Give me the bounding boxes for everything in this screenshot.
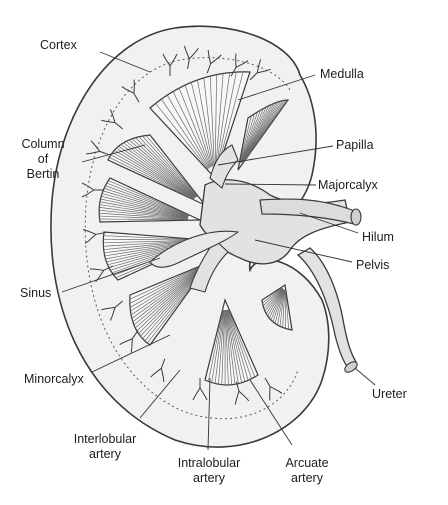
label-major-calyx: Majorcalyx — [318, 178, 378, 193]
label-cortex: Cortex — [40, 38, 77, 53]
label-column-of-bertin-line-2: of — [14, 152, 72, 167]
label-ureter: Ureter — [372, 387, 407, 402]
renal-artery-cut-end — [351, 209, 361, 225]
label-arcuate-artery: Arcuate artery — [272, 456, 342, 486]
label-pelvis: Pelvis — [356, 258, 389, 273]
label-arcuate-artery-line-1: Arcuate — [272, 456, 342, 471]
label-column-of-bertin: Column of Bertin — [14, 137, 72, 182]
label-sinus: Sinus — [20, 286, 51, 301]
label-intralobular-artery-line-1: Intralobular — [166, 456, 252, 471]
label-interlobular-artery-line-2: artery — [60, 447, 150, 462]
label-arcuate-artery-line-2: artery — [272, 471, 342, 486]
label-intralobular-artery-line-2: artery — [166, 471, 252, 486]
label-interlobular-artery-line-1: Interlobular — [60, 432, 150, 447]
label-intralobular-artery: Intralobular artery — [166, 456, 252, 486]
label-hilum: Hilum — [362, 230, 394, 245]
label-interlobular-artery: Interlobular artery — [60, 432, 150, 462]
label-column-of-bertin-line-3: Bertin — [14, 167, 72, 182]
label-medulla: Medulla — [320, 67, 364, 82]
label-minor-calyx: Minorcalyx — [24, 372, 84, 387]
label-papilla: Papilla — [336, 138, 374, 153]
label-column-of-bertin-line-1: Column — [14, 137, 72, 152]
